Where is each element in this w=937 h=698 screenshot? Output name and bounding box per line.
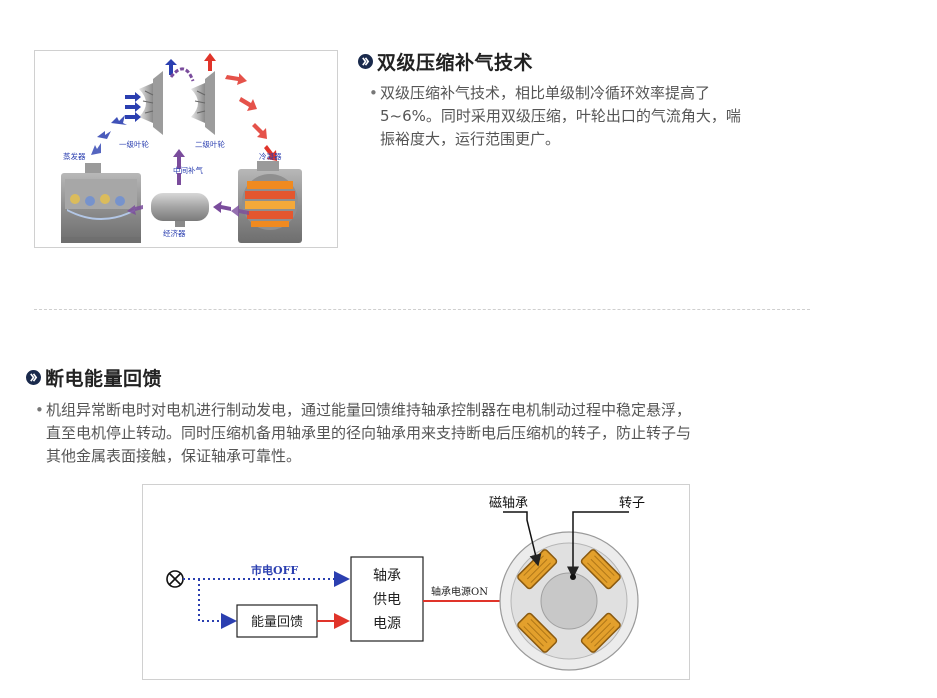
label-evaporator: 蒸发器 (63, 151, 86, 161)
section1-heading: 双级压缩补气技术 (358, 48, 533, 75)
first-stage-impeller (139, 71, 163, 135)
section2-line: 其他金属表面接触，保证轴承可靠性。 (46, 447, 302, 465)
bearing-pole (580, 549, 621, 590)
section1-title: 双级压缩补气技术 (377, 52, 534, 74)
interstage-flow-arrow (169, 67, 195, 82)
section1-line: 双级压缩补气技术，相比单级制冷循环效率提高了 (380, 84, 711, 102)
section1-line: 振裕度大，运行范围更广。 (380, 130, 561, 148)
chevron-right-icon (26, 370, 41, 385)
label-condenser: 冷凝器 (259, 151, 282, 161)
bullet-dot-icon: • (369, 84, 378, 102)
bearing-psu-box (350, 556, 424, 642)
label-impeller2: 二级叶轮 (195, 139, 225, 149)
label-psu-line1: 轴承 (373, 568, 401, 584)
label-bearing-power-on: 轴承电源ON (431, 585, 488, 598)
section2-title: 断电能量回馈 (45, 368, 163, 390)
magnetic-bearing (499, 531, 639, 671)
rotor-pointer-dot (570, 574, 576, 580)
blue-flow-arrows (91, 59, 177, 155)
rotor-core (540, 572, 598, 630)
evaporator (61, 163, 141, 243)
chevron-right-icon (358, 54, 373, 69)
label-psu-line3: 电源 (373, 616, 401, 632)
second-stage-impeller (191, 71, 215, 135)
two-stage-compression-diagram: 一级叶轮 二级叶轮 蒸发器 冷凝器 中间补气 经济器 (34, 50, 338, 248)
purple-return-arrows (127, 149, 249, 217)
economizer (151, 193, 209, 227)
bullet-dot-icon: • (35, 401, 44, 419)
section1-line: 5~6%。同时采用双级压缩，叶轮出口的气流角大，喘 (380, 107, 741, 125)
condenser (238, 161, 302, 243)
section2-body: • 机组异常断电时对电机进行制动发电，通过能量回馈维持轴承控制器在电机制动过程中… (35, 399, 826, 468)
label-economizer: 经济器 (163, 228, 186, 238)
label-intermediate: 中间补气 (173, 165, 203, 175)
section2-line: 直至电机停止转动。同时压缩机备用轴承里的径向轴承用来支持断电后压缩机的转子，防止… (46, 424, 692, 442)
red-flow-arrows (204, 53, 277, 161)
label-mains-off: 市电OFF (251, 563, 298, 577)
label-rotor: 转子 (619, 496, 645, 511)
label-psu-line2: 供电 (373, 592, 401, 608)
mains-source-icon (166, 570, 184, 588)
section2-line: 机组异常断电时对电机进行制动发电，通过能量回馈维持轴承控制器在电机制动过程中稳定… (46, 401, 692, 419)
mains-to-feedback-line (198, 579, 237, 629)
bearing-pole (580, 612, 621, 653)
label-impeller1: 一级叶轮 (119, 139, 149, 149)
power-failure-feedback-diagram: 市电OFF 能量回馈 轴承 供电 电源 轴承电源ON (142, 484, 690, 680)
rotor-pointer (567, 511, 629, 579)
magnetic-bearing-pointer (503, 511, 542, 567)
section2-heading: 断电能量回馈 (26, 364, 162, 391)
label-energy-feedback: 能量回馈 (251, 615, 303, 630)
label-magnetic-bearing: 磁轴承 (489, 496, 528, 511)
energy-feedback-box (236, 604, 318, 638)
bearing-power-diagram: 市电OFF 能量回馈 轴承 供电 电源 轴承电源ON (166, 496, 645, 671)
section1-body: • 双级压缩补气技术，相比单级制冷循环效率提高了 5~6%。同时采用双级压缩，叶… (369, 82, 820, 151)
bearing-pole (517, 612, 558, 653)
section-divider (34, 309, 810, 310)
compression-cycle-illustration: 一级叶轮 二级叶轮 蒸发器 冷凝器 中间补气 经济器 (61, 53, 302, 243)
